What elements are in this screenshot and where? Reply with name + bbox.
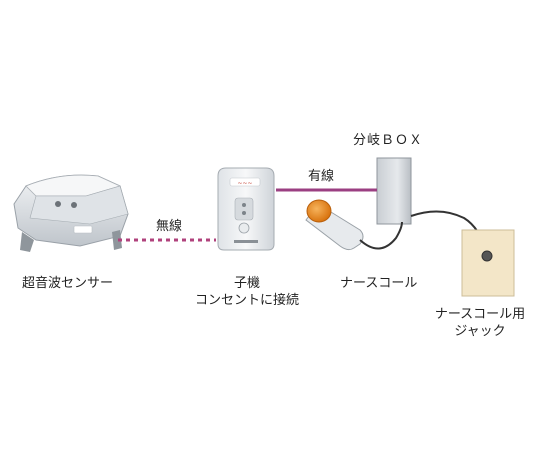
ultrasonic-sensor-device <box>13 174 129 252</box>
label-sensor: 超音波センサー <box>22 276 114 291</box>
label-child-unit-line2: コンセントに接続 <box>194 293 299 308</box>
label-nurse-call: ナースコール <box>340 276 418 291</box>
sensor-eye <box>55 201 61 207</box>
svg-text:~~~: ~~~ <box>237 180 252 187</box>
label-jack: ナースコール用 ジャック <box>420 306 540 340</box>
label-jack-line1: ナースコール用 <box>434 307 526 322</box>
label-wireless: 無線 <box>156 219 183 234</box>
label-wired: 有線 <box>308 169 335 184</box>
label-child-unit-line1: 子機 <box>233 276 260 291</box>
nurse-call-handset <box>305 199 364 251</box>
label-jack-line2: ジャック <box>454 324 506 339</box>
label-branch-box: 分岐ＢＯＸ <box>353 133 424 148</box>
child-unit-device: ~~~ <box>217 167 275 251</box>
nurse-call-button <box>306 199 332 223</box>
branch-box-device <box>376 157 412 225</box>
label-child-unit: 子機 コンセントに接続 <box>182 275 312 309</box>
nurse-call-jack-plate <box>461 229 515 297</box>
